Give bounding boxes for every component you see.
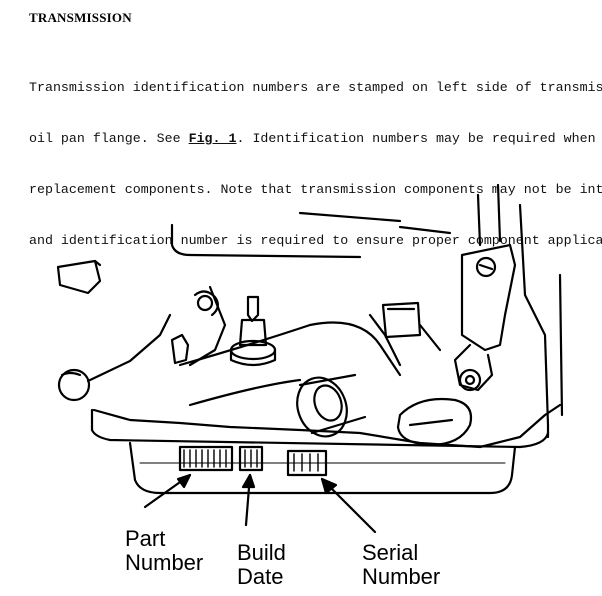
callout-part-number-line-1: Part <box>125 526 166 551</box>
paragraph-line-2-end: . Identification numbers may be required… <box>236 131 596 146</box>
callout-part-number: Part Number <box>125 527 203 575</box>
callout-serial-number-line-1: Serial <box>362 540 419 565</box>
callout-build-date-line-2: Date <box>237 564 284 589</box>
body-paragraph: Transmission identification numbers are … <box>29 45 602 266</box>
paragraph-line-1: Transmission identification numbers are … <box>29 80 602 95</box>
callout-serial-number: Serial Number <box>362 541 440 589</box>
paragraph-line-2: oil pan flange. See Fig. 1. Identificati… <box>29 130 602 147</box>
callout-part-number-line-2: Number <box>125 550 204 575</box>
callout-build-date-line-1: Build <box>237 540 286 565</box>
paragraph-line-2-start: oil pan flange. See <box>29 131 189 146</box>
callout-serial-number-line-2: Number <box>362 564 441 589</box>
transmission-illustration <box>56 183 564 534</box>
transmission-figure: Part Number Build Date Serial Number <box>0 175 602 591</box>
figure-link[interactable]: Fig. 1 <box>188 131 237 146</box>
section-heading: TRANSMISSION <box>29 10 132 25</box>
callout-build-date: Build Date <box>237 541 286 589</box>
paragraph-line-4: and identification number is required to… <box>29 233 602 248</box>
